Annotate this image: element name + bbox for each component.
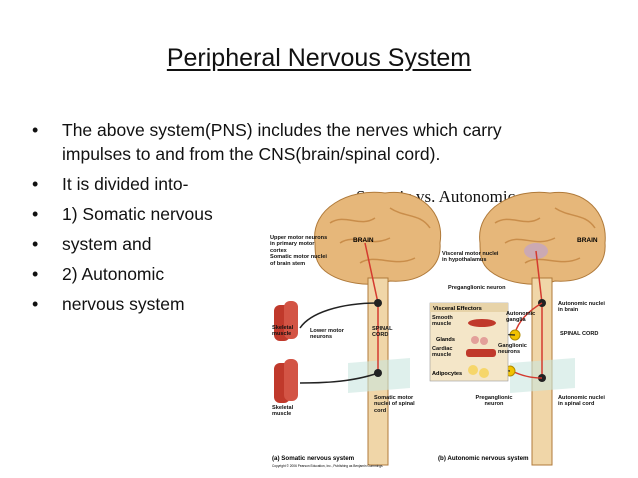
somatic-nuclei-cord-label: Somatic motor nuclei of spinal cord [374,395,415,414]
adipocytes-label: Adipocytes [432,371,462,377]
smooth-muscle-icon [468,319,496,327]
visceral-motor-label: Visceral motor nuclei in hypothalamus [442,251,499,264]
copyright-text: Copyright © 2006 Pearson Education, Inc.… [272,464,383,468]
bullet-item: nervous system [28,292,568,316]
bullet-item: system and [28,232,568,256]
autonomic-ganglia-label: Autonomic ganglia [506,311,536,324]
somatic-caption: (a) Somatic nervous system [272,455,355,462]
smooth-muscle-label: Smooth muscle [432,315,453,328]
bullet-item: 2) Autonomic [28,262,568,286]
adipocytes-icon [468,365,478,375]
autonomic-nuclei-brain-label: Autonomic nuclei in brain [558,301,605,314]
autonomic-brain-label: BRAIN [577,237,598,244]
preganglionic-top-label: Preganglionic neuron [448,285,506,291]
skeletal-muscle-top-icon [274,301,298,341]
autonomic-caption: (b) Autonomic nervous system [438,455,529,462]
bullet-item: It is divided into- [28,172,568,196]
autonomic-spinal-cord-label: SPINAL CORD [560,331,599,337]
somatic-brain-icon [314,191,442,285]
preganglionic-bottom-label: Preganglionic neuron [475,395,513,408]
visceral-effectors-label: Visceral Effectors [433,306,482,312]
cardiac-muscle-icon [466,349,496,357]
somatic-nuclei-brain-label: Somatic motor nuclei of brain stem [270,254,327,267]
skeletal-muscle-top-label: Skeletal muscle [272,325,294,338]
upper-motor-label: Upper motor neurons in primary motor cor… [270,235,328,254]
lower-motor-label: Lower motor neurons [310,328,344,341]
cardiac-muscle-label: Cardiac muscle [432,346,453,359]
bullet-list: The above system(PNS) includes the nerve… [28,118,568,322]
bullet-item: The above system(PNS) includes the nerve… [28,118,568,166]
glands-label: Glands [436,337,455,343]
somatic-panel: BRAIN Upper motor neurons in primary mot… [270,191,442,468]
ganglionic-neurons-label: Ganglionic neurons [498,343,527,356]
skeletal-muscle-bottom-icon [274,359,298,403]
nervous-system-figure: BRAIN Upper motor neurons in primary mot… [270,191,606,468]
slide-title: Peripheral Nervous System [166,44,472,72]
skeletal-muscle-bottom-label: Skeletal muscle [272,405,294,418]
somatic-brain-label: BRAIN [353,237,374,244]
somatic-spinal-cord-label: SPINAL CORD [372,326,393,339]
autonomic-nuclei-cord-label: Autonomic nuclei in spinal cord [558,395,605,408]
glands-icon [471,336,479,344]
bullet-item: 1) Somatic nervous [28,202,568,226]
autonomic-panel: BRAIN Visceral motor nuclei in hypothala… [429,191,606,466]
